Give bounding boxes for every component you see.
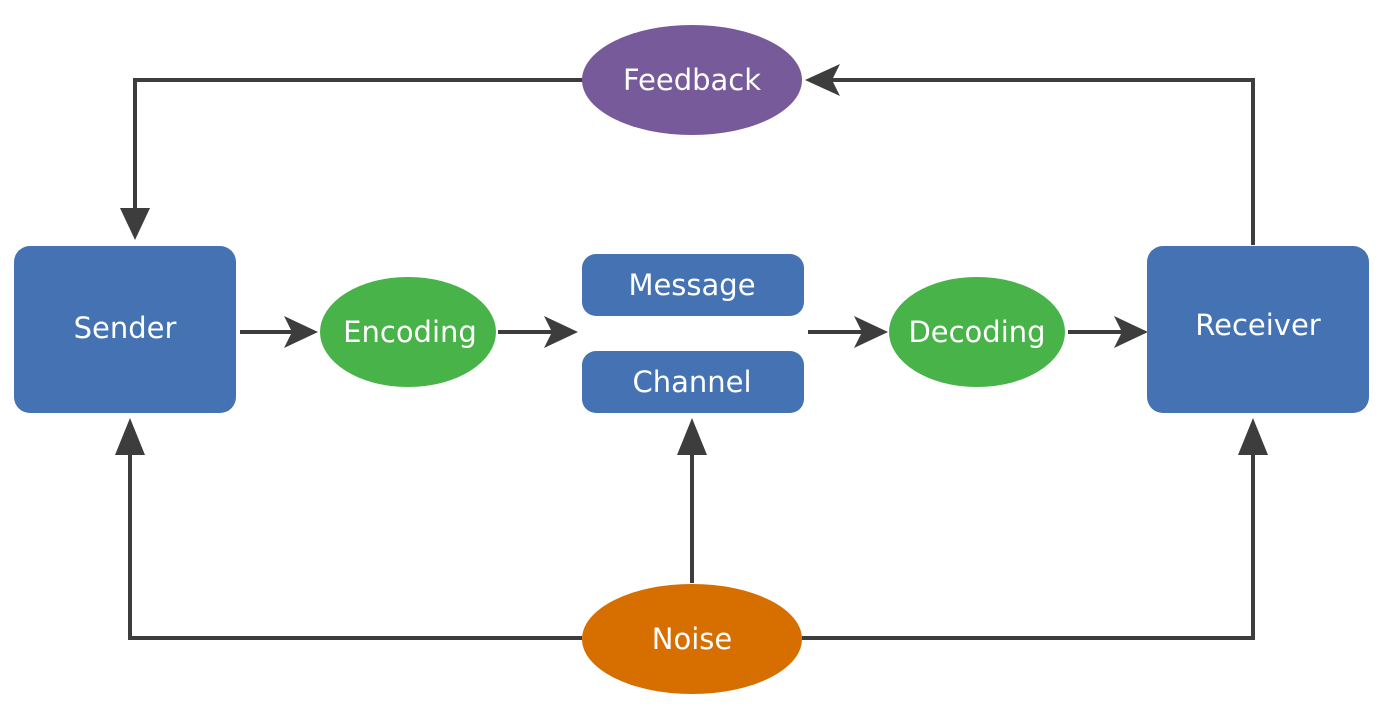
edge-noise-to-sender	[128, 445, 582, 640]
sender-box	[14, 246, 236, 413]
decoding-label: Decoding	[908, 315, 1045, 349]
sender-label: Sender	[74, 311, 177, 345]
noise-label: Noise	[652, 622, 732, 656]
message-box	[582, 254, 804, 316]
message-label: Message	[628, 268, 755, 302]
arrowhead-into-message-channel	[544, 316, 578, 348]
message-node: Message	[582, 254, 804, 316]
arrowhead-into-feedback	[805, 64, 840, 96]
feedback-label: Feedback	[623, 63, 761, 97]
channel-label: Channel	[632, 365, 751, 399]
encoding-ellipse	[320, 277, 496, 387]
feedback-node: Feedback	[582, 25, 802, 135]
channel-box	[582, 351, 804, 413]
encoding-node: Encoding	[320, 277, 496, 387]
decoding-ellipse	[889, 277, 1065, 387]
encoding-label: Encoding	[343, 315, 477, 349]
noise-node: Noise	[582, 584, 802, 694]
arrowhead-into-channel	[677, 418, 707, 455]
feedback-ellipse	[582, 25, 802, 135]
noise-ellipse	[582, 584, 802, 694]
arrowhead-into-sender-top	[120, 208, 150, 240]
edge-receiver-to-feedback	[830, 78, 1255, 245]
arrowhead-into-receiver-bottom	[1238, 418, 1268, 455]
decoding-node: Decoding	[889, 277, 1065, 387]
arrowhead-into-sender-bottom	[115, 418, 145, 455]
channel-node: Channel	[582, 351, 804, 413]
arrowhead-into-receiver	[1114, 316, 1148, 348]
arrowhead-into-decoding	[854, 316, 888, 348]
receiver-box	[1147, 246, 1369, 413]
edge-noise-to-receiver	[802, 445, 1255, 640]
arrowhead-into-encoding	[284, 316, 318, 348]
sender-node: Sender	[14, 246, 236, 413]
receiver-label: Receiver	[1195, 308, 1321, 342]
receiver-node: Receiver	[1147, 246, 1369, 413]
edge-feedback-to-sender	[133, 78, 585, 215]
